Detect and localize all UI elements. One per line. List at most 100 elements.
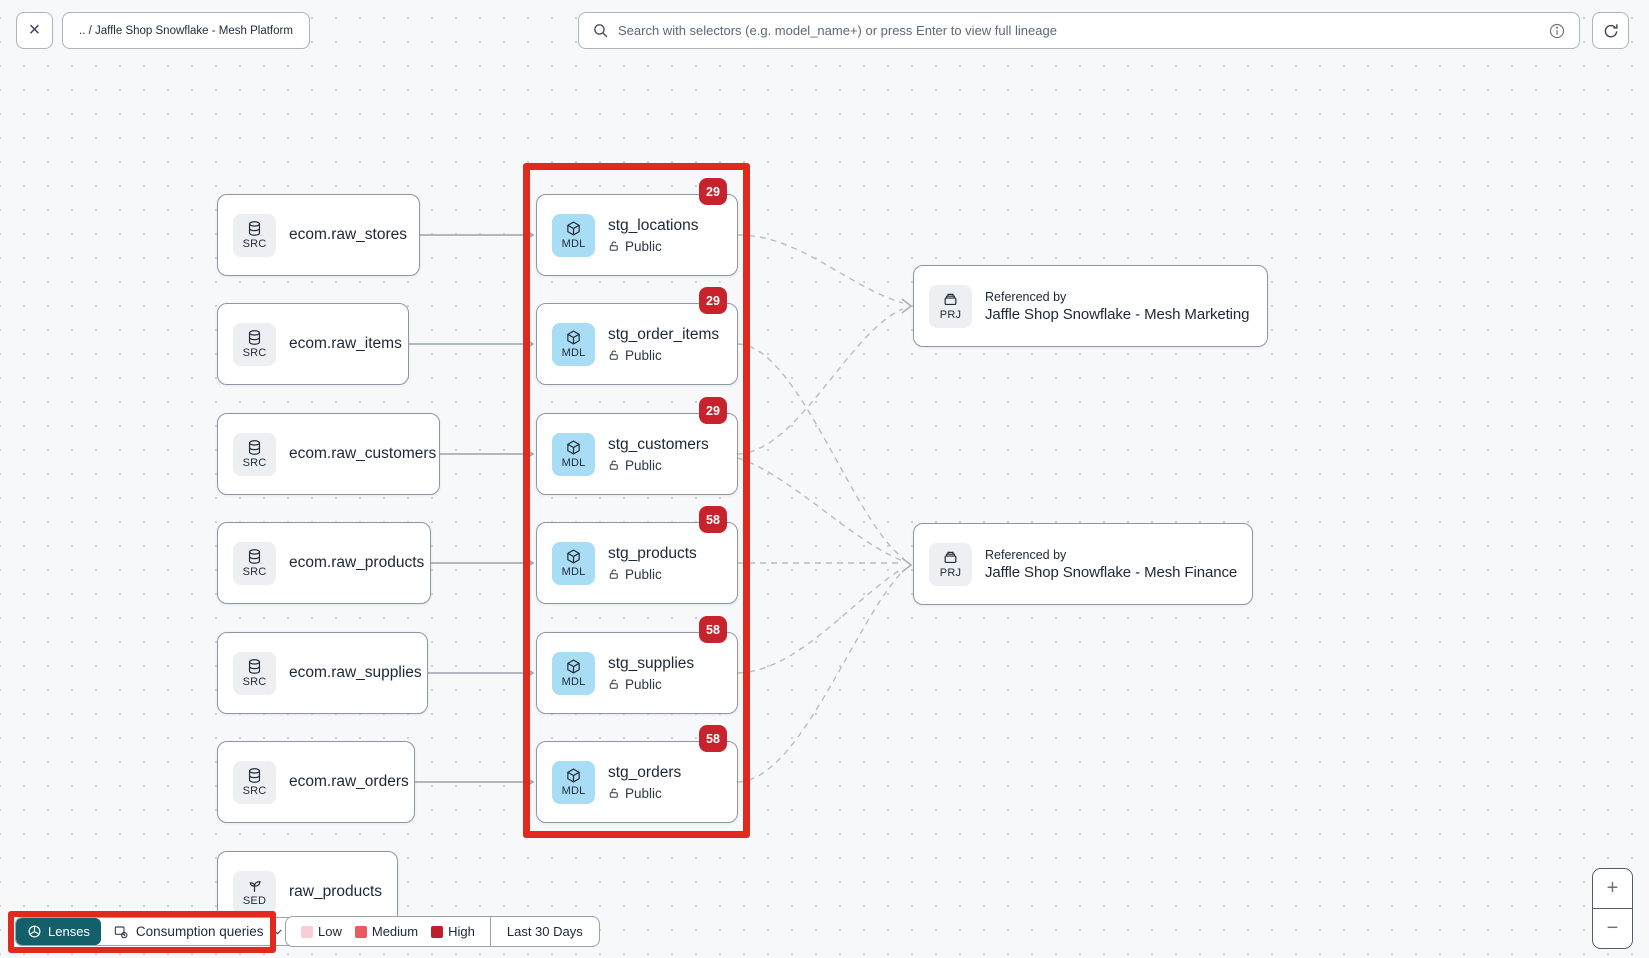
access-label: Public bbox=[625, 676, 662, 692]
model-node-stg-locations[interactable]: 29 MDL stg_locations Public bbox=[536, 178, 738, 276]
node-type-label: SRC bbox=[242, 785, 267, 797]
breadcrumb[interactable]: .. / Jaffle Shop Snowflake - Mesh Platfo… bbox=[62, 12, 310, 49]
database-icon bbox=[248, 659, 261, 674]
access-label: Public bbox=[625, 238, 662, 254]
zoom-controls: + − bbox=[1592, 868, 1633, 949]
lenses-button-label: Lenses bbox=[48, 924, 90, 939]
node-title: stg_orders bbox=[608, 763, 682, 781]
query-count-badge: 29 bbox=[699, 178, 727, 205]
database-icon bbox=[248, 768, 261, 783]
minus-icon: − bbox=[1606, 917, 1619, 939]
close-icon: × bbox=[28, 19, 41, 41]
source-node-raw-stores[interactable]: SRC ecom.raw_stores bbox=[217, 194, 420, 276]
model-icon-chip: MDL bbox=[552, 432, 595, 476]
model-node-stg-customers[interactable]: 29 MDL stg_customers Public bbox=[536, 397, 738, 495]
model-icon-chip: MDL bbox=[552, 322, 595, 366]
project-icon-chip: PRJ bbox=[929, 284, 972, 328]
queries-clock-icon bbox=[114, 925, 128, 938]
node-type-label: SRC bbox=[242, 676, 267, 688]
node-title: stg_products bbox=[608, 544, 697, 562]
time-range-button[interactable]: Last 30 Days bbox=[489, 917, 599, 946]
node-title: stg_customers bbox=[608, 435, 709, 453]
project-node-mesh-finance[interactable]: PRJ Referenced by Jaffle Shop Snowflake … bbox=[913, 523, 1253, 605]
legend-label-low: Low bbox=[318, 924, 342, 939]
model-node-stg-products[interactable]: 58 MDL stg_products Public bbox=[536, 506, 738, 604]
project-icon-chip: PRJ bbox=[929, 542, 972, 586]
node-type-label: MDL bbox=[561, 457, 586, 469]
node-title: ecom.raw_customers bbox=[289, 445, 437, 462]
node-type-label: SED bbox=[242, 895, 267, 907]
refresh-button[interactable] bbox=[1592, 12, 1629, 49]
seed-icon-chip: SED bbox=[233, 870, 276, 914]
database-icon bbox=[248, 221, 261, 236]
zoom-out-button[interactable]: − bbox=[1593, 909, 1632, 948]
lens-icon bbox=[28, 925, 41, 938]
node-title: Jaffle Shop Snowflake - Mesh Marketing bbox=[985, 305, 1250, 323]
source-node-raw-items[interactable]: SRC ecom.raw_items bbox=[217, 303, 409, 385]
database-icon bbox=[248, 330, 261, 345]
refresh-icon bbox=[1604, 23, 1618, 37]
unlock-icon bbox=[609, 350, 618, 360]
legend-item-high: High bbox=[431, 924, 475, 939]
node-type-label: SRC bbox=[242, 238, 267, 250]
info-icon[interactable] bbox=[1548, 22, 1566, 40]
node-type-label: MDL bbox=[561, 676, 586, 688]
database-icon bbox=[248, 549, 261, 564]
database-icon bbox=[248, 440, 261, 455]
cube-icon bbox=[567, 549, 580, 564]
access-label: Public bbox=[625, 566, 662, 582]
unlock-icon bbox=[609, 569, 618, 579]
cube-icon bbox=[567, 330, 580, 345]
lenses-button[interactable]: Lenses bbox=[16, 918, 101, 945]
source-node-raw-orders[interactable]: SRC ecom.raw_orders bbox=[217, 741, 415, 823]
chevron-down-icon bbox=[272, 929, 282, 935]
time-range-label: Last 30 Days bbox=[506, 924, 583, 939]
access-label: Public bbox=[625, 457, 662, 473]
lens-pill: Lenses Consumption queries bbox=[15, 917, 297, 946]
project-node-mesh-marketing[interactable]: PRJ Referenced by Jaffle Shop Snowflake … bbox=[913, 265, 1268, 347]
close-button[interactable]: × bbox=[16, 12, 53, 49]
zoom-in-button[interactable]: + bbox=[1593, 869, 1632, 909]
query-count-badge: 58 bbox=[699, 616, 727, 643]
model-node-stg-order-items[interactable]: 29 MDL stg_order_items Public bbox=[536, 287, 738, 385]
node-title: stg_supplies bbox=[608, 654, 695, 672]
breadcrumb-label: .. / Jaffle Shop Snowflake - Mesh Platfo… bbox=[79, 24, 293, 37]
source-node-raw-supplies[interactable]: SRC ecom.raw_supplies bbox=[217, 632, 428, 714]
query-count-badge: 58 bbox=[699, 725, 727, 752]
source-icon-chip: SRC bbox=[233, 432, 276, 476]
source-node-raw-customers[interactable]: SRC ecom.raw_customers bbox=[217, 413, 440, 495]
legend-item-low: Low bbox=[301, 924, 342, 939]
query-count-badge: 29 bbox=[699, 397, 727, 424]
model-node-stg-supplies[interactable]: 58 MDL stg_supplies Public bbox=[536, 616, 738, 714]
legend-items: Low Medium High bbox=[286, 917, 490, 946]
node-type-label: PRJ bbox=[939, 567, 962, 579]
source-icon-chip: SRC bbox=[233, 760, 276, 804]
legend-pill: Low Medium High Last 30 Days bbox=[285, 916, 600, 947]
search-bar[interactable] bbox=[578, 12, 1580, 49]
node-type-label: MDL bbox=[561, 566, 586, 578]
source-node-raw-products[interactable]: SRC ecom.raw_products bbox=[217, 522, 431, 604]
node-title: ecom.raw_supplies bbox=[289, 664, 422, 681]
lens-dropdown[interactable]: Consumption queries bbox=[101, 918, 296, 945]
model-icon-chip: MDL bbox=[552, 760, 595, 804]
query-count-badge: 29 bbox=[699, 287, 727, 314]
source-icon-chip: SRC bbox=[233, 541, 276, 585]
access-label: Public bbox=[625, 785, 662, 801]
node-title: ecom.raw_stores bbox=[289, 226, 408, 243]
node-type-label: MDL bbox=[561, 238, 586, 250]
node-type-label: SRC bbox=[242, 347, 267, 359]
node-type-label: SRC bbox=[242, 566, 267, 578]
node-type-label: PRJ bbox=[939, 309, 962, 321]
node-type-label: SRC bbox=[242, 457, 267, 469]
source-icon-chip: SRC bbox=[233, 213, 276, 257]
legend-swatch-medium bbox=[354, 925, 367, 938]
node-title: raw_products bbox=[289, 883, 383, 900]
node-title: ecom.raw_items bbox=[289, 335, 402, 352]
search-input[interactable] bbox=[618, 23, 1539, 38]
referenced-by-label: Referenced by bbox=[985, 547, 1067, 562]
model-node-stg-orders[interactable]: 58 MDL stg_orders Public bbox=[536, 725, 738, 823]
source-icon-chip: SRC bbox=[233, 651, 276, 695]
referenced-by-label: Referenced by bbox=[985, 289, 1067, 304]
node-title: ecom.raw_orders bbox=[289, 773, 409, 790]
